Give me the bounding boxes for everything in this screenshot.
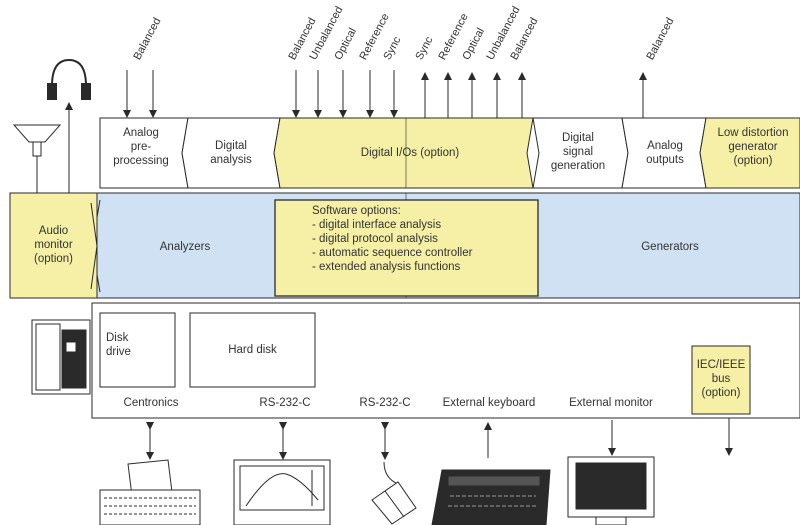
software-option-item: - extended analysis functions [312, 261, 461, 273]
analyzers-label: Analyzers [159, 241, 211, 253]
port-external-monitor: External monitor [569, 397, 653, 409]
software-option-item: - digital protocol analysis [312, 233, 438, 245]
speaker-icon [12, 124, 62, 193]
audio-monitor-box [9, 192, 98, 299]
generators-label: Generators [641, 241, 699, 253]
port-rs232-b: RS-232-C [359, 397, 411, 409]
analog-preprocessing-label: Analog pre- processing [113, 127, 169, 167]
computer-tower-icon [31, 319, 91, 395]
software-option-item: - automatic sequence controller [312, 247, 473, 259]
digital-signal-generation-label: Digital signal generation [550, 132, 606, 172]
top-arrows [123, 70, 647, 118]
printer-icon [99, 459, 201, 525]
low-distortion-shape [699, 117, 800, 189]
digital-io-label: Digital I/Os (option) [360, 147, 460, 159]
hard-disk-box [189, 312, 316, 388]
iec-bus-box [691, 345, 751, 415]
hard-disk-label: Hard disk [228, 344, 277, 356]
monitor-icon [567, 456, 655, 525]
analog-outputs-label: Analog outputs [646, 140, 684, 166]
software-option-item: - digital interface analysis [312, 219, 442, 231]
disk-drive-label: Disk drive [106, 332, 131, 358]
port-external-keyboard: External keyboard [442, 397, 536, 409]
disk-drive-box [99, 312, 176, 388]
port-centronics: Centronics [123, 397, 179, 409]
software-box [274, 199, 539, 297]
iec-bus-label: IEC/IEEE bus (option) [696, 359, 746, 399]
plotter-icon [233, 459, 331, 525]
low-distortion-generator-label: Low distortion generator (option) [717, 127, 789, 167]
audio-monitor-label: Audio monitor (option) [34, 225, 73, 265]
bottom-arrows [146, 418, 733, 460]
headphones-icon [47, 58, 91, 100]
digital-analysis-label: Digital analysis [210, 140, 252, 166]
port-rs232-a: RS-232-C [259, 397, 311, 409]
software-options-title: Software options: [312, 205, 401, 217]
audio-monitor-chevron [90, 202, 98, 290]
mouse-icon [371, 461, 417, 525]
keyboard-icon [431, 469, 551, 525]
